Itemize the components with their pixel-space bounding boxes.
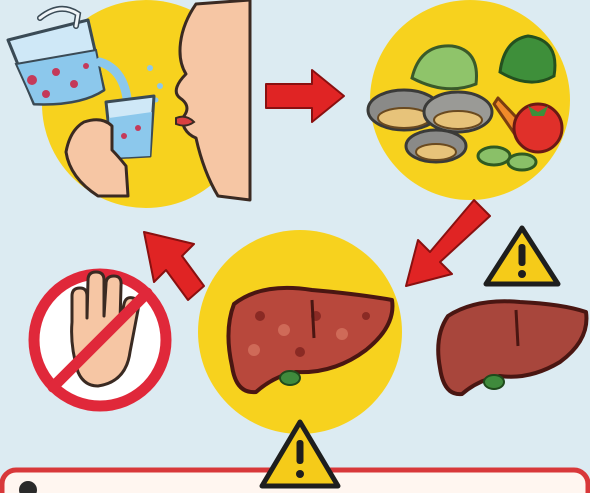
warning-triangle-icon [486,228,558,284]
arrow-right-icon [266,70,344,122]
damaged-liver-scene [198,230,402,434]
arrow-up-left-icon [144,232,204,300]
food-scene [368,0,570,200]
banner-warning-triangle-icon [262,422,338,486]
stop-hand-prohibition-icon [34,272,166,406]
pitcher-icon [8,9,104,104]
drinking-scene [8,0,250,208]
arrow-down-left-icon [406,200,490,286]
healthy-liver-icon [438,301,586,394]
